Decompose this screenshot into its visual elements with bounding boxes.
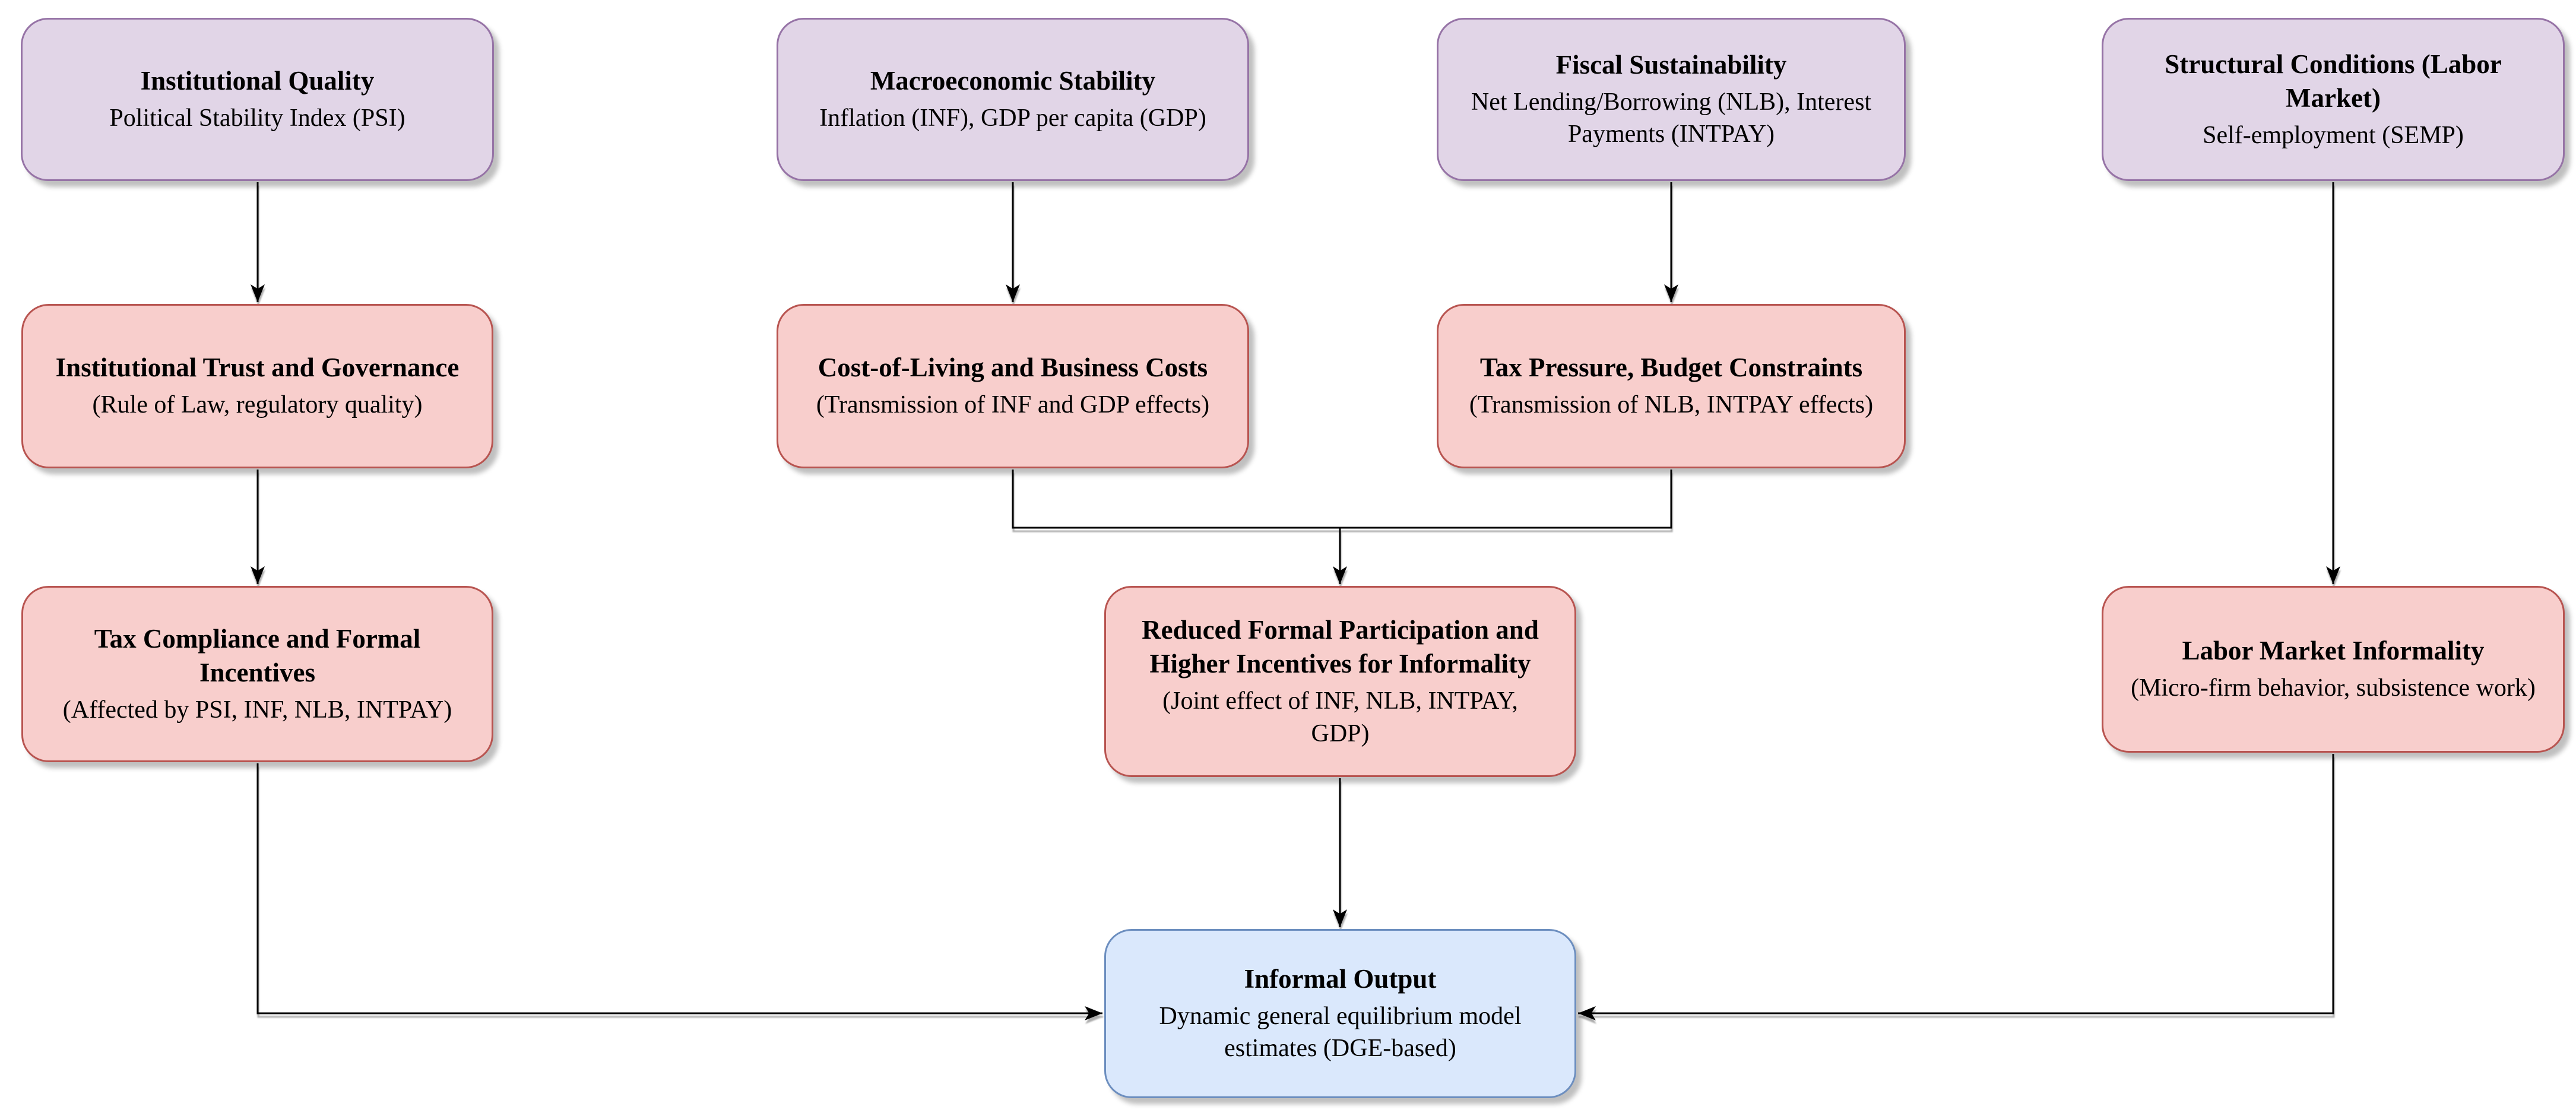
node-title: Tax Pressure, Budget Constraints (1479, 353, 1863, 383)
node-subtitle: Inflation (INF), GDP per capita (GDP) (819, 104, 1206, 132)
node-title: Tax Compliance and Formal Incentives (94, 623, 421, 688)
edge-labor-market-informality-to-informal-output (1578, 754, 2334, 1020)
node-informal-output: Informal Output Dynamic general equilibr… (1104, 929, 1576, 1098)
node-subtitle: Self-employment (SEMP) (2203, 121, 2464, 149)
node-reduced-formal-participation: Reduced Formal Participation and Higher … (1104, 586, 1576, 777)
node-tax-compliance: Tax Compliance and Formal Incentives (Af… (21, 586, 493, 762)
node-subtitle: Net Lending/Borrowing (NLB), Interest Pa… (1471, 88, 1872, 148)
node-title: Structural Conditions (Labor Market) (2165, 49, 2502, 113)
node-title: Labor Market Informality (2182, 636, 2485, 666)
node-cost-of-living: Cost-of-Living and Business Costs (Trans… (777, 304, 1249, 468)
node-subtitle: Dynamic general equilibrium model estima… (1159, 1002, 1522, 1063)
node-institutional-trust: Institutional Trust and Governance (Rule… (21, 304, 493, 468)
node-macroeconomic-stability: Macroeconomic Stability Inflation (INF),… (777, 18, 1249, 181)
node-labor-market-informality: Labor Market Informality (Micro-firm beh… (2102, 586, 2565, 753)
node-title: Reduced Formal Participation and Higher … (1142, 614, 1539, 679)
node-subtitle: (Transmission of INF and GDP effects) (816, 391, 1210, 418)
node-fiscal-sustainability: Fiscal Sustainability Net Lending/Borrow… (1437, 18, 1906, 181)
node-structural-conditions: Structural Conditions (Labor Market) Sel… (2102, 18, 2565, 181)
node-title: Macroeconomic Stability (870, 66, 1156, 96)
node-subtitle: (Rule of Law, regulatory quality) (92, 391, 423, 418)
node-title: Cost-of-Living and Business Costs (818, 353, 1208, 383)
node-title: Fiscal Sustainability (1555, 50, 1787, 80)
node-subtitle: (Affected by PSI, INF, NLB, INTPAY) (62, 696, 452, 724)
edge-merge-cost-of-living-and-tax-pressure (1012, 470, 1672, 529)
node-subtitle: (Joint effect of INF, NLB, INTPAY, GDP) (1162, 687, 1518, 747)
node-title: Informal Output (1244, 964, 1437, 994)
node-title: Institutional Quality (140, 66, 375, 96)
node-institutional-quality: Institutional Quality Political Stabilit… (21, 18, 494, 181)
edge-tax-compliance-to-informal-output (256, 763, 1102, 1020)
node-subtitle: Political Stability Index (PSI) (109, 104, 405, 132)
node-title: Institutional Trust and Governance (55, 353, 460, 383)
node-subtitle: (Transmission of NLB, INTPAY effects) (1469, 391, 1874, 418)
node-subtitle: (Micro-firm behavior, subsistence work) (2131, 674, 2536, 702)
node-tax-pressure: Tax Pressure, Budget Constraints (Transm… (1437, 304, 1906, 468)
